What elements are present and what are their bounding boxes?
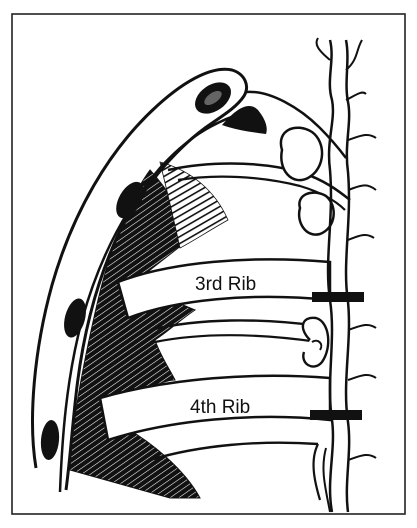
vessel-loop-2 [299, 193, 334, 235]
ligature-lower [310, 410, 362, 420]
vessel-loop-1 [281, 128, 322, 180]
oval-4 [39, 419, 60, 460]
ligature-upper [312, 292, 364, 302]
lower-rib [150, 443, 318, 460]
label-3rd-rib: 3rd Rib [195, 274, 256, 295]
label-4th-rib: 4th Rib [190, 397, 250, 418]
vessel-loop-3 [303, 318, 328, 367]
